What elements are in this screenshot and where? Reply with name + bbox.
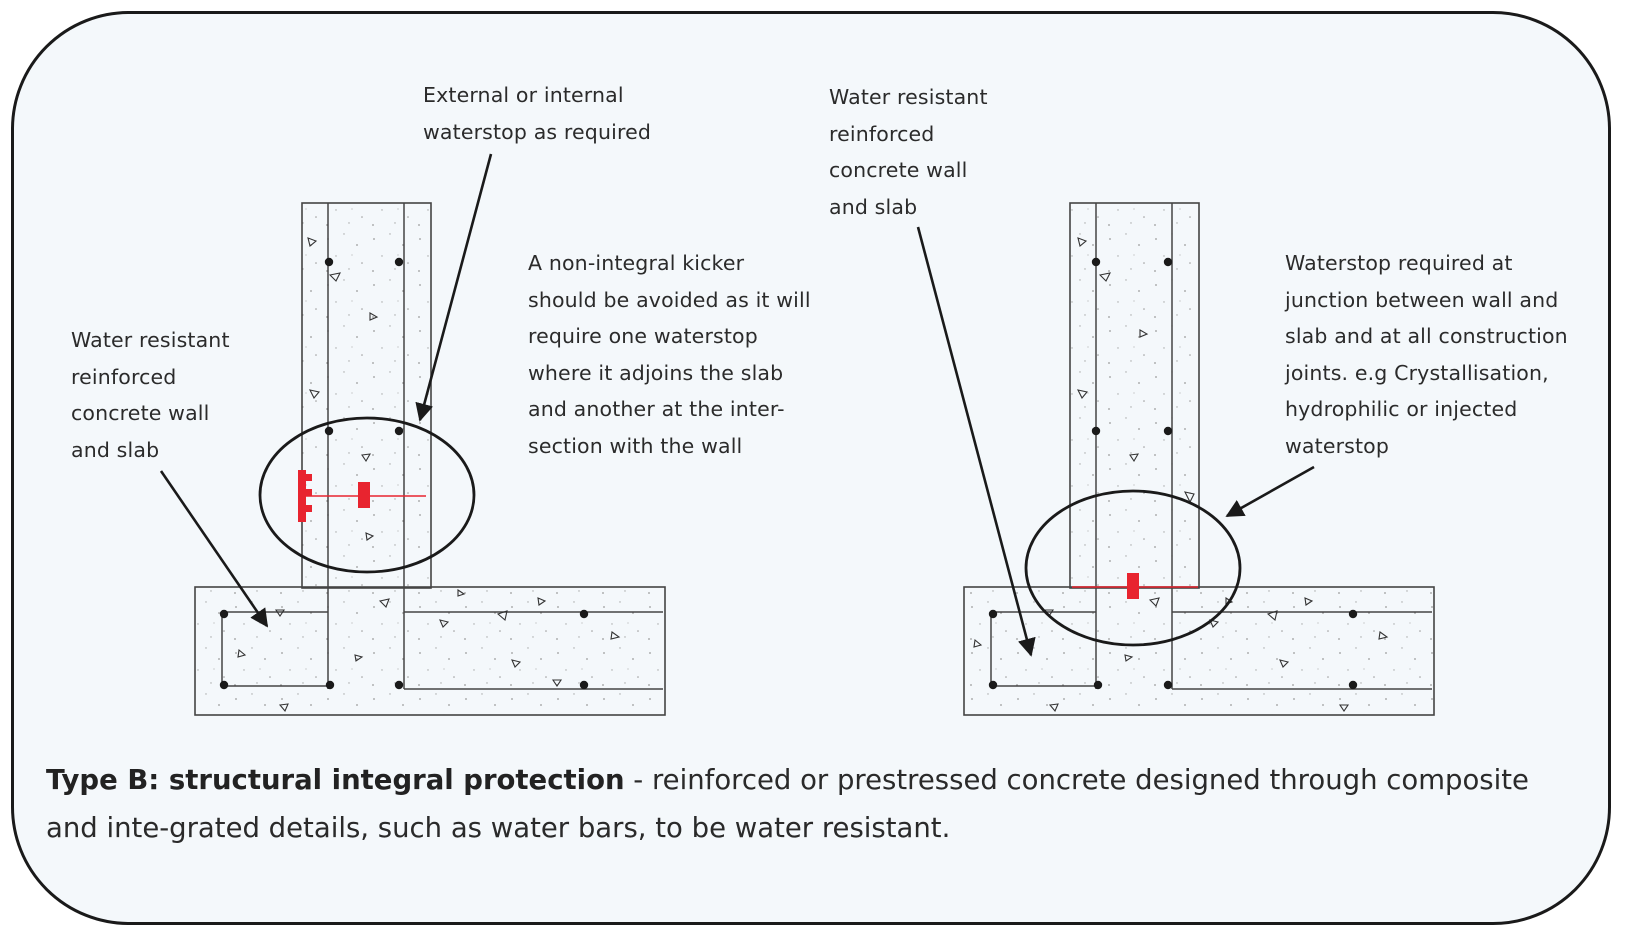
label-left-waterstop: External or internal waterstop as requir… — [423, 83, 651, 144]
diagram-panel — [11, 11, 1611, 925]
right-section — [916, 202, 1435, 716]
right-highlight-ellipse — [1024, 489, 1242, 647]
right-wall-arrow — [916, 226, 1036, 657]
label-left-wall-slab: Water resistant reinforced concrete wall… — [71, 328, 230, 462]
left-waterstop — [298, 470, 426, 522]
label-right-junction: Waterstop required at junction between w… — [1285, 251, 1568, 458]
figure-caption: Type B: structural integral protection -… — [46, 756, 1576, 852]
right-slab — [963, 586, 1435, 716]
right-wall — [1069, 202, 1200, 589]
left-wall-arrow — [159, 470, 269, 628]
left-slab — [194, 586, 666, 716]
left-section — [159, 153, 666, 716]
right-rebar — [988, 257, 1358, 690]
label-right-wall-slab: Water resistant reinforced concrete wall… — [829, 85, 988, 219]
caption-text: - reinforced or prestressed concrete des… — [46, 764, 1529, 844]
left-highlight-ellipse — [258, 416, 476, 574]
right-waterstop — [1072, 573, 1198, 599]
left-waterstop-arrow — [415, 153, 493, 422]
caption-heading: Type B: structural integral protection — [46, 764, 625, 796]
left-wall — [301, 202, 432, 589]
left-rebar — [219, 257, 589, 690]
right-junction-arrow — [1225, 465, 1315, 518]
label-left-kicker: A non-integral kicker should be avoided … — [528, 251, 811, 458]
